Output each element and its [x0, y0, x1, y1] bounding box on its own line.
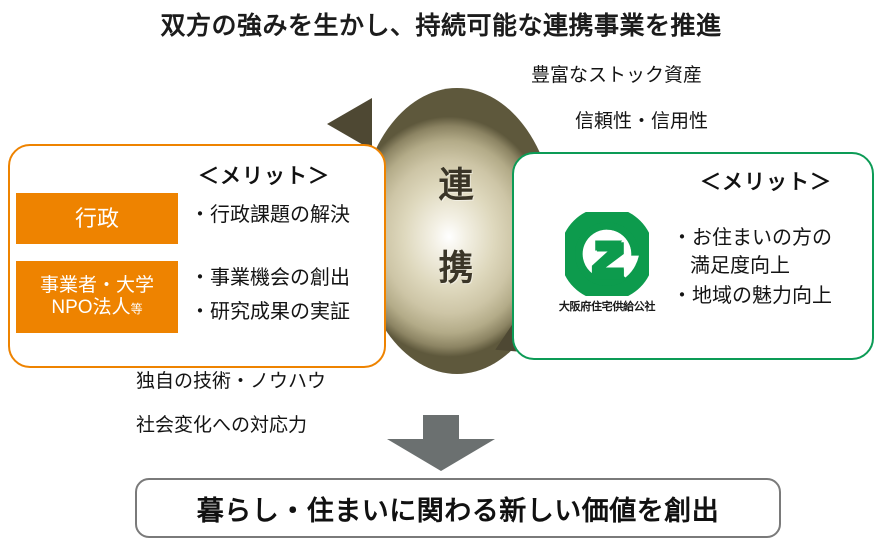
osaka-housing-corporation-logo: 大阪府住宅供給公社 — [548, 212, 666, 320]
caption-left-technology: 独自の技術・ノウハウ — [136, 371, 327, 392]
right-merit-heading: ＜メリット＞ — [700, 171, 832, 194]
cycle-center-label: 連 携 — [406, 168, 506, 286]
benefit-line-1: ・お住まいの方の — [672, 227, 832, 249]
tag-business-university-line1: 事業者・大学 — [39, 274, 154, 296]
logo-mark-icon — [565, 212, 649, 296]
tag-public-administration: 行政 — [16, 193, 178, 244]
benefit-item: ・行政課題の解決 — [190, 204, 350, 226]
right-benefits-list: ・お住まいの方の 満足度向上 ・地域の魅力向上 — [672, 228, 832, 316]
tag-npo-suffix: 等 — [130, 302, 143, 316]
outcome-text: 暮らし・住まいに関わる新しい価値を創出 — [196, 495, 720, 526]
benefit-item: ・お住まいの方の 満足度向上 — [672, 228, 832, 276]
caption-right-reliability: 信頼性・信用性 — [575, 111, 709, 132]
caption-right-stock-assets: 豊富なストック資産 — [531, 65, 703, 86]
tag-business-university-line2: NPO法人等 — [51, 297, 142, 319]
logo-caption: 大阪府住宅供給公社 — [558, 301, 656, 313]
left-merit-heading: ＜メリット＞ — [198, 165, 330, 188]
tag-business-university-npo: 事業者・大学 NPO法人等 — [16, 261, 178, 333]
page-title: 双方の強みを生かし、持続可能な連携事業を推進 — [160, 12, 722, 40]
benefit-item: ・地域の魅力向上 — [672, 286, 832, 306]
left-benefits-group-a: ・行政課題の解決 — [190, 205, 350, 239]
benefit-line-2: 満足度向上 — [690, 255, 790, 277]
benefit-item: ・研究成果の実証 — [190, 301, 350, 323]
benefit-line-1: ・地域の魅力向上 — [672, 285, 832, 307]
cycle-label-char-2: 携 — [438, 249, 474, 288]
left-benefits-group-b: ・事業機会の創出 ・研究成果の実証 — [190, 268, 350, 336]
tag-public-administration-label: 行政 — [74, 205, 119, 231]
tag-npo-main: NPO法人 — [51, 297, 131, 318]
down-arrow-icon — [387, 415, 495, 471]
caption-left-adaptability: 社会変化への対応力 — [136, 415, 308, 436]
arrow-left-icon — [327, 98, 372, 150]
outcome-box: 暮らし・住まいに関わる新しい価値を創出 — [135, 478, 781, 538]
benefit-item: ・事業機会の創出 — [190, 267, 350, 289]
cycle-label-char-1: 連 — [438, 166, 474, 205]
